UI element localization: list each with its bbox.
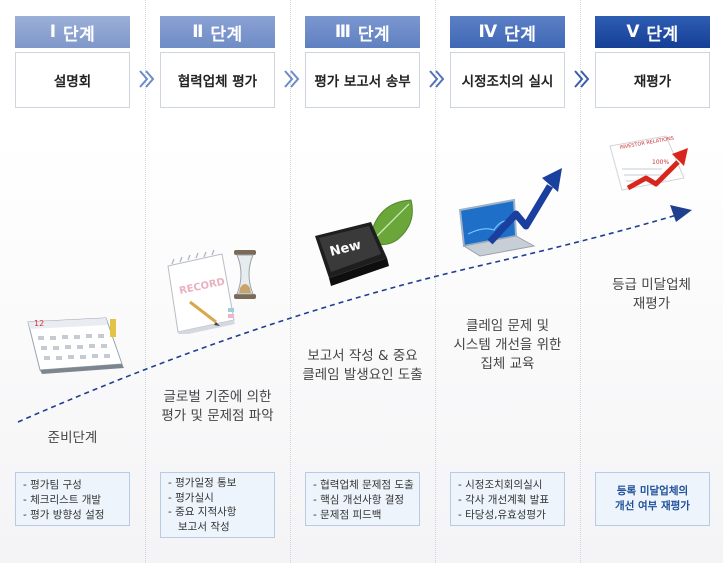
- column-divider: [145, 0, 146, 563]
- note-item: - 평가 방향성 설정: [23, 509, 105, 521]
- note-item: - 협력업체 문제점 도출: [313, 479, 414, 491]
- stage-title-1: 설명회: [15, 52, 130, 108]
- note-item: - 타당성,유효성평가: [458, 509, 546, 521]
- hourglass-icon: [234, 250, 256, 299]
- stage-column-3: Ⅲ 단계 평가 보고서 송부: [290, 0, 435, 563]
- description-line: 평가 및 문제점 파악: [161, 408, 274, 424]
- stage-roman: Ⅳ: [478, 22, 498, 42]
- stage-unit: 단계: [504, 24, 537, 45]
- note-item: - 체크리스트 개발: [23, 494, 102, 506]
- description-line: 집체 교육: [480, 356, 535, 372]
- stage-notes-5: 등록 미달업체의 개선 여부 재평가: [595, 472, 710, 526]
- stage-title-3: 평가 보고서 송부: [305, 52, 420, 108]
- stage-badge-1: Ⅰ 단계: [15, 16, 130, 48]
- stage-roman: Ⅴ: [626, 22, 640, 42]
- note-item: - 평가일정 통보: [168, 477, 237, 489]
- stage-notes-2: - 평가일정 통보 - 평가실시 - 중요 지적사항 보고서 작성: [160, 472, 275, 538]
- note-item: 등록 미달업체의: [616, 485, 689, 497]
- stage-unit: 단계: [62, 24, 96, 45]
- report-chart-icon: INVESTOR RELATIONS 100%: [609, 135, 688, 191]
- stage-roman: Ⅰ: [49, 22, 57, 42]
- note-item: - 문제점 피드백: [313, 509, 382, 521]
- description-line: 클레임 발생요인 도출: [302, 367, 423, 383]
- chevron-right-icon: [139, 70, 155, 88]
- stage-column-2: Ⅱ 단계 협력업체 평가: [145, 0, 290, 563]
- stage-title-4: 시정조치의 실시: [450, 52, 565, 108]
- stage-notes-1: - 평가팀 구성 - 체크리스트 개발 - 평가 방향성 설정: [15, 472, 130, 526]
- description-line: 보고서 작성 & 중요: [307, 348, 418, 364]
- description-line: 글로벌 기준에 의한: [163, 389, 272, 405]
- stage-description-5: 등급 미달업체 재평가: [580, 276, 723, 314]
- description-line: 시스템 개선을 위한: [453, 337, 562, 353]
- description-line: 준비단계: [47, 430, 98, 446]
- column-divider: [290, 0, 291, 563]
- chevron-right-icon: [574, 70, 590, 88]
- column-divider: [435, 0, 436, 563]
- note-item: - 평가팀 구성: [23, 479, 82, 491]
- stage-badge-3: Ⅲ 단계: [305, 16, 420, 48]
- stage-description-4: 클레임 문제 및 시스템 개선을 위한 집체 교육: [435, 317, 580, 374]
- stage-badge-4: Ⅳ 단계: [450, 16, 565, 48]
- stage-unit: 단계: [210, 24, 243, 45]
- chevron-right-icon: [284, 70, 300, 88]
- note-item: - 각사 개선계획 발표: [458, 494, 550, 506]
- stage-roman: Ⅲ: [334, 22, 352, 42]
- note-item: - 중요 지적사항: [168, 506, 237, 518]
- description-line: 재평가: [632, 296, 671, 312]
- report-value: 100%: [652, 159, 669, 166]
- stage-title-2: 협력업체 평가: [160, 52, 275, 108]
- new-key-icon: New: [315, 199, 413, 286]
- stage-badge-5: Ⅴ 단계: [595, 16, 710, 48]
- stage-notes-4: - 시정조치회의실시 - 각사 개선계획 발표 - 타당성,유효성평가: [450, 472, 565, 526]
- new-key-label: New: [328, 238, 362, 260]
- stage-notes-3: - 협력업체 문제점 도출 - 핵심 개선사항 결정 - 문제점 피드백: [305, 472, 420, 526]
- description-line: 등급 미달업체: [612, 277, 691, 293]
- note-item: - 평가실시: [168, 491, 214, 504]
- calendar-icon: 12: [27, 317, 124, 374]
- stage-description-1: 준비단계: [0, 429, 145, 448]
- stage-column-5: Ⅴ 단계 재평가: [580, 0, 723, 563]
- notepad-hourglass-icon: RECORD: [167, 249, 256, 334]
- stage-title-5: 재평가: [595, 52, 710, 108]
- stage-roman: Ⅱ: [192, 22, 204, 42]
- stage-badge-2: Ⅱ 단계: [160, 16, 275, 48]
- chevron-right-icon: [429, 70, 445, 88]
- note-item: 보고서 작성: [178, 520, 230, 533]
- stage-description-2: 글로벌 기준에 의한 평가 및 문제점 파악: [145, 388, 290, 426]
- laptop-growth-icon: [458, 168, 562, 257]
- note-item: 개선 여부 재평가: [615, 500, 690, 512]
- description-line: 클레임 문제 및: [465, 318, 550, 334]
- calendar-label: 12: [34, 319, 44, 328]
- column-divider: [580, 0, 581, 563]
- stage-unit: 단계: [357, 24, 391, 45]
- stage-column-4: Ⅳ 단계 시정조치의 실시: [435, 0, 580, 563]
- note-item: - 시정조치회의실시: [458, 479, 543, 491]
- stage-description-3: 보고서 작성 & 중요 클레임 발생요인 도출: [290, 347, 435, 385]
- stage-column-1: Ⅰ 단계 설명회: [0, 0, 145, 563]
- note-item: - 핵심 개선사항 결정: [313, 494, 405, 506]
- stage-unit: 단계: [646, 24, 679, 45]
